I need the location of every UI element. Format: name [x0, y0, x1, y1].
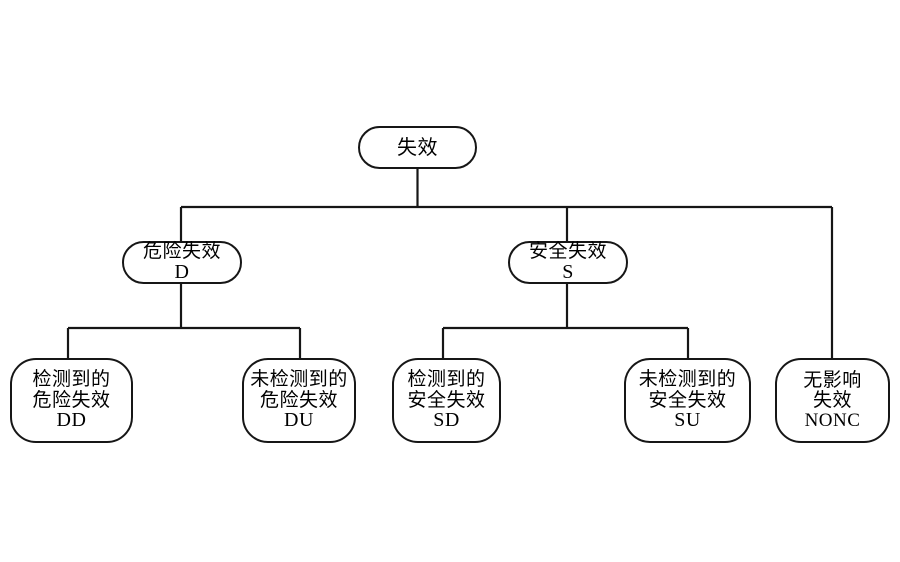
node-su-code: SU: [674, 409, 701, 432]
node-no-effect-failure[interactable]: 无影响 失效 NONC: [775, 358, 890, 443]
node-dangerous-code: D: [174, 260, 190, 283]
node-detected-safe-failure[interactable]: 检测到的 安全失效 SD: [392, 358, 501, 443]
node-du-label-line2: 危险失效: [259, 388, 338, 411]
node-dangerous-label: 危险失效: [142, 240, 221, 263]
node-sd-label-line1: 检测到的: [407, 368, 486, 391]
node-sd-code: SD: [433, 409, 460, 432]
node-dd-label-line1: 检测到的: [32, 368, 111, 391]
node-safe-failure[interactable]: 安全失效 S: [508, 241, 628, 284]
node-du-code: DU: [284, 409, 314, 432]
node-su-label-line2: 安全失效: [648, 388, 727, 411]
node-nonc-label-line1: 无影响: [803, 368, 862, 391]
node-safe-code: S: [562, 260, 574, 283]
node-dd-label-line2: 危险失效: [32, 388, 111, 411]
node-nonc-label-line2: 失效: [812, 389, 852, 412]
node-failure-root[interactable]: 失效: [358, 126, 477, 169]
node-safe-label: 安全失效: [528, 240, 607, 263]
node-root-label: 失效: [397, 134, 438, 159]
node-du-label-line1: 未检测到的: [250, 368, 348, 391]
node-detected-dangerous-failure[interactable]: 检测到的 危险失效 DD: [10, 358, 133, 443]
node-su-label-line1: 未检测到的: [638, 368, 737, 391]
node-sd-label-line2: 安全失效: [407, 388, 486, 411]
node-dd-code: DD: [56, 409, 87, 432]
node-dangerous-failure[interactable]: 危险失效 D: [122, 241, 242, 284]
node-undetected-safe-failure[interactable]: 未检测到的 安全失效 SU: [624, 358, 751, 443]
node-nonc-code: NONC: [804, 409, 861, 431]
node-undetected-dangerous-failure[interactable]: 未检测到的 危险失效 DU: [242, 358, 356, 443]
